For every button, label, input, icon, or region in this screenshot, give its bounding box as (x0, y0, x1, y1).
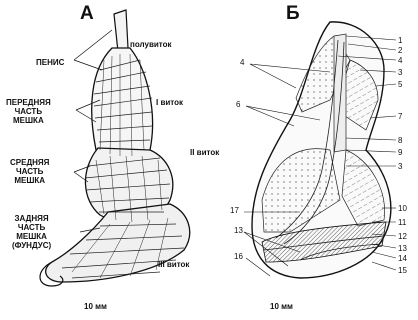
label-half-turn: полувиток (130, 40, 171, 49)
marker-5: 5 (398, 80, 402, 89)
marker-7: 7 (398, 112, 402, 121)
panel-b-letter: Б (286, 4, 300, 24)
marker-10: 10 (398, 204, 407, 213)
marker-8: 8 (398, 136, 402, 145)
marker-13-left: 13 (234, 226, 243, 235)
panel-b-drawing (244, 22, 396, 278)
marker-12: 12 (398, 232, 407, 241)
label-turn-2: II виток (190, 148, 219, 157)
scale-label-a: 10 мм (84, 302, 107, 311)
marker-17: 17 (230, 206, 239, 215)
marker-11: 11 (398, 218, 406, 227)
label-turn-1: I виток (156, 98, 183, 107)
marker-4-left: 4 (240, 58, 244, 67)
marker-16: 16 (234, 252, 243, 261)
panel-a-letter: А (80, 4, 94, 24)
label-rear-sac: ЗАДНЯЯ ЧАСТЬ МЕШКА (ФУНДУС) (12, 214, 51, 250)
marker-6: 6 (236, 100, 240, 109)
marker-9: 9 (398, 148, 402, 157)
marker-1: 1 (398, 36, 402, 45)
marker-4-right: 4 (398, 56, 402, 65)
marker-14: 14 (398, 254, 407, 263)
marker-13-right: 13 (398, 244, 407, 253)
marker-2: 2 (398, 46, 402, 55)
marker-3-top: 3 (398, 68, 402, 77)
label-middle-sac: СРЕДНЯЯ ЧАСТЬ МЕШКА (10, 158, 49, 185)
marker-3-mid: 3 (398, 162, 402, 171)
marker-15: 15 (398, 266, 407, 275)
scale-label-b: 10 мм (270, 302, 293, 311)
label-front-sac: ПЕРЕДНЯЯ ЧАСТЬ МЕШКА (6, 98, 51, 125)
label-turn-3: III виток (158, 260, 189, 269)
panel-a-drawing (40, 10, 190, 286)
label-penis: ПЕНИС (36, 58, 64, 67)
